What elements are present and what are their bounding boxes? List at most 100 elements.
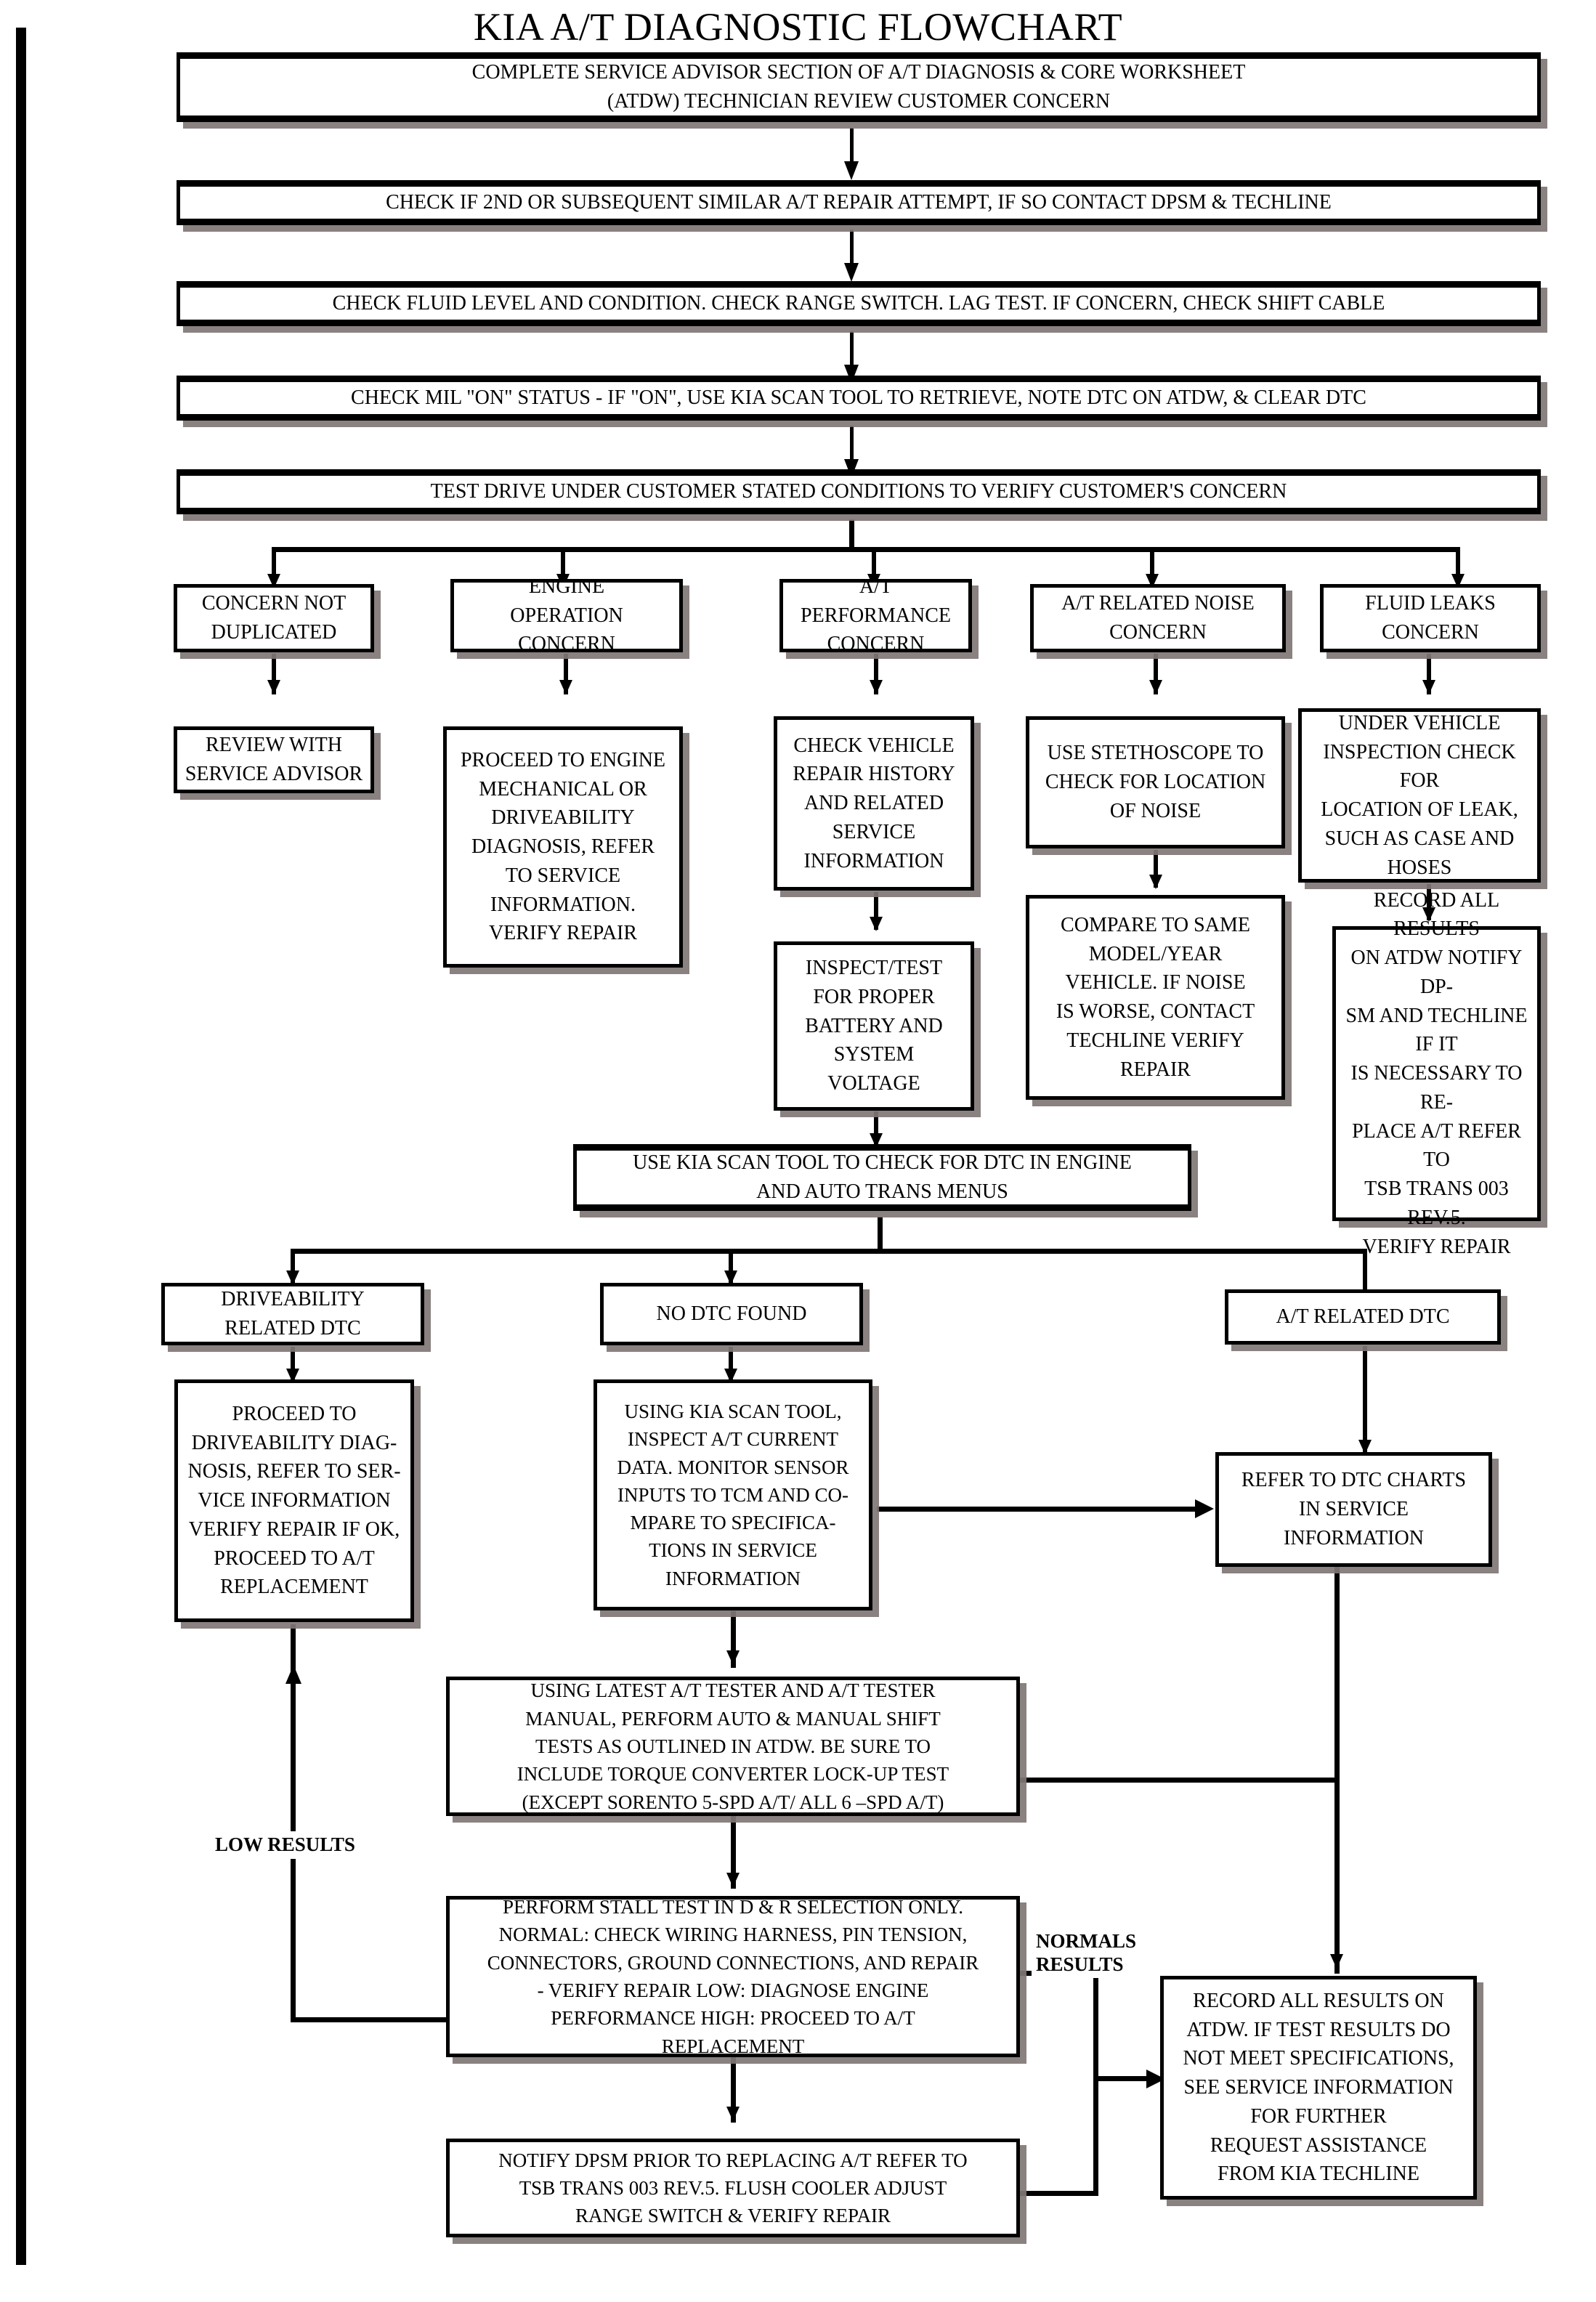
arrow-f3-g3-icon xyxy=(1358,1440,1372,1454)
edge-h2-h3 xyxy=(731,2057,736,2123)
edge-f2-g2 xyxy=(729,1347,733,1382)
edge-f3-g3 xyxy=(1363,1346,1367,1455)
arrow-c4-d4-icon xyxy=(1149,875,1162,889)
edge-fanout-bus xyxy=(273,547,1460,552)
node-label: A/T PERFORMANCE CONCERN xyxy=(801,575,951,656)
node-label: A/T RELATED NOISE CONCERN xyxy=(1061,592,1255,644)
node-using-kia-scan-tool-inspect: USING KIA SCAN TOOL, INSPECT A/T CURRENT… xyxy=(594,1379,872,1610)
node-label: COMPLETE SERVICE ADVISOR SECTION OF A/T … xyxy=(471,61,1246,113)
node-under-vehicle-inspection: UNDER VEHICLE INSPECTION CHECK FOR LOCAT… xyxy=(1298,708,1541,883)
edge-d3-e1 xyxy=(874,1111,878,1146)
edge-label-low-results: LOW RESULTS xyxy=(209,1831,361,1859)
node-check-vehicle-repair-history: CHECK VEHICLE REPAIR HISTORY AND RELATED… xyxy=(774,716,974,891)
edge-fanout-drop-3 xyxy=(872,547,876,588)
node-check-mil-status: CHECK MIL "ON" STATUS - IF "ON", USE KIA… xyxy=(177,376,1541,421)
arrow-g2-g3-icon xyxy=(1195,1499,1214,1518)
edge-b3-c3 xyxy=(874,654,878,694)
edge-h1-h2 xyxy=(731,1816,736,1889)
node-fluid-leaks-concern: FLUID LEAKS CONCERN xyxy=(1320,584,1541,652)
arrow-low-results-icon xyxy=(285,1665,301,1684)
edge-label-normals-results: NORMALS RESULTS xyxy=(1032,1929,1141,1978)
node-at-related-dtc: A/T RELATED DTC xyxy=(1225,1289,1501,1345)
node-label: PROCEED TO ENGINE MECHANICAL OR DRIVEABI… xyxy=(460,748,666,945)
edge-c5-d5 xyxy=(1427,884,1431,920)
node-label: DRIVEABILITY RELATED DTC xyxy=(221,1288,365,1340)
node-label: ENGINE OPERATION CONCERN xyxy=(510,575,623,656)
edge-normal-into-h4 xyxy=(1093,2076,1151,2081)
node-label: REVIEW WITH SERVICE ADVISOR xyxy=(185,734,363,785)
node-at-related-noise-concern: A/T RELATED NOISE CONCERN xyxy=(1030,584,1286,652)
node-label: RECORD ALL RESULTS ON ATDW NOTIFY DP- SM… xyxy=(1345,888,1528,1258)
node-label: USE KIA SCAN TOOL TO CHECK FOR DTC IN EN… xyxy=(633,1151,1132,1203)
node-review-with-service-advisor: REVIEW WITH SERVICE ADVISOR xyxy=(174,726,374,793)
edge-n3-n4 xyxy=(850,331,854,369)
arrow-b4-c4-icon xyxy=(1149,680,1162,694)
edge-h2-low-up xyxy=(291,1624,296,2022)
node-use-kia-scan-tool: USE KIA SCAN TOOL TO CHECK FOR DTC IN EN… xyxy=(573,1144,1191,1211)
node-proceed-driveability-diagnosis: PROCEED TO DRIVEABILITY DIAG- NOSIS, REF… xyxy=(174,1379,414,1622)
arrow-c3-d3-icon xyxy=(870,917,883,931)
node-label: INSPECT/TEST FOR PROPER BATTERY AND SYST… xyxy=(805,957,943,1095)
edge-b2-c2 xyxy=(564,654,568,694)
node-label: RECORD ALL RESULTS ON ATDW. IF TEST RESU… xyxy=(1183,1989,1454,2186)
node-notify-dpsm-prior-replacing: NOTIFY DPSM PRIOR TO REPLACING A/T REFER… xyxy=(446,2139,1020,2237)
node-label: CHECK MIL "ON" STATUS - IF "ON", USE KIA… xyxy=(351,386,1366,410)
arrow-b2-c2-icon xyxy=(559,680,572,694)
edge-g2-h1 xyxy=(731,1611,736,1668)
node-inspect-test-battery: INSPECT/TEST FOR PROPER BATTERY AND SYST… xyxy=(774,941,974,1111)
node-label: CHECK FLUID LEVEL AND CONDITION. CHECK R… xyxy=(332,292,1385,315)
edge-e1-fanout-stem xyxy=(878,1217,883,1253)
node-label: USING LATEST A/T TESTER AND A/T TESTER M… xyxy=(517,1679,949,1813)
node-test-drive: TEST DRIVE UNDER CUSTOMER STATED CONDITI… xyxy=(177,469,1541,514)
edge-fanout-drop-1 xyxy=(272,547,276,588)
node-driveability-related-dtc: DRIVEABILITY RELATED DTC xyxy=(161,1283,424,1345)
node-use-stethoscope: USE STETHOSCOPE TO CHECK FOR LOCATION OF… xyxy=(1026,716,1285,848)
node-label: NO DTC FOUND xyxy=(656,1302,807,1326)
arrow-b3-c3-icon xyxy=(870,680,883,694)
edge-g2-g3 xyxy=(877,1507,1198,1512)
node-label: UNDER VEHICLE INSPECTION CHECK FOR LOCAT… xyxy=(1321,711,1518,879)
arrow-n2-n3-icon xyxy=(844,263,859,282)
node-label: FLUID LEAKS CONCERN xyxy=(1365,592,1496,644)
node-no-dtc-found: NO DTC FOUND xyxy=(600,1283,863,1345)
edge-normal-spine xyxy=(1093,1971,1098,2196)
node-refer-to-dtc-charts: REFER TO DTC CHARTS IN SERVICE INFORMATI… xyxy=(1215,1452,1492,1567)
node-label: A/T RELATED DTC xyxy=(1276,1305,1450,1329)
node-record-all-results-on-atdw: RECORD ALL RESULTS ON ATDW. IF TEST RESU… xyxy=(1160,1976,1477,2200)
arrow-dtc-1-icon xyxy=(286,1270,299,1285)
edge-h1-right-out xyxy=(1020,1778,1340,1783)
arrow-dtc-2-icon xyxy=(724,1270,737,1285)
arrow-n1-n2-icon xyxy=(844,161,859,180)
arrow-b5-c5-icon xyxy=(1422,680,1435,694)
edge-n2-n3 xyxy=(850,230,854,267)
edge-dtc-drop-2 xyxy=(729,1249,733,1284)
node-proceed-engine-mechanical: PROCEED TO ENGINE MECHANICAL OR DRIVEABI… xyxy=(443,726,683,968)
arrow-c5-d5-icon xyxy=(1422,907,1435,922)
edge-h1-right-down xyxy=(1334,1567,1340,1974)
edge-fanout-drop-2 xyxy=(561,547,565,588)
edge-h3-normal-out xyxy=(1020,2191,1098,2196)
edge-fanout-drop-5 xyxy=(1456,547,1460,588)
edge-n4-n5 xyxy=(850,426,854,463)
arrow-h1-h4-icon xyxy=(1330,1954,1343,1969)
node-label: PERFORM STALL TEST IN D & R SELECTION ON… xyxy=(487,1896,979,2057)
node-perform-stall-test: PERFORM STALL TEST IN D & R SELECTION ON… xyxy=(446,1896,1020,2057)
node-record-all-results-atdw: RECORD ALL RESULTS ON ATDW NOTIFY DP- SM… xyxy=(1332,889,1541,1258)
edge-b1-c1 xyxy=(272,654,276,694)
node-at-performance-concern: A/T PERFORMANCE CONCERN xyxy=(779,575,972,655)
edge-f1-g1 xyxy=(291,1347,295,1382)
arrow-h2-h3-icon xyxy=(726,2107,740,2121)
edge-b4-c4 xyxy=(1154,654,1158,694)
edge-b5-c5 xyxy=(1427,654,1431,694)
node-label: TEST DRIVE UNDER CUSTOMER STATED CONDITI… xyxy=(430,480,1287,503)
node-label: PROCEED TO DRIVEABILITY DIAG- NOSIS, REF… xyxy=(187,1402,401,1599)
edge-n1-n2 xyxy=(850,128,854,166)
node-engine-operation-concern: ENGINE OPERATION CONCERN xyxy=(450,575,683,655)
node-label: CHECK VEHICLE REPAIR HISTORY AND RELATED… xyxy=(793,734,955,872)
edge-fanout-drop-4 xyxy=(1150,547,1154,588)
node-check-second-repair-attempt: CHECK IF 2ND OR SUBSEQUENT SIMILAR A/T R… xyxy=(177,180,1541,225)
arrow-h1-h2-icon xyxy=(726,1873,740,1887)
node-concern-not-duplicated: CONCERN NOT DUPLICATED xyxy=(174,584,374,652)
node-label: REFER TO DTC CHARTS IN SERVICE INFORMATI… xyxy=(1241,1469,1467,1549)
